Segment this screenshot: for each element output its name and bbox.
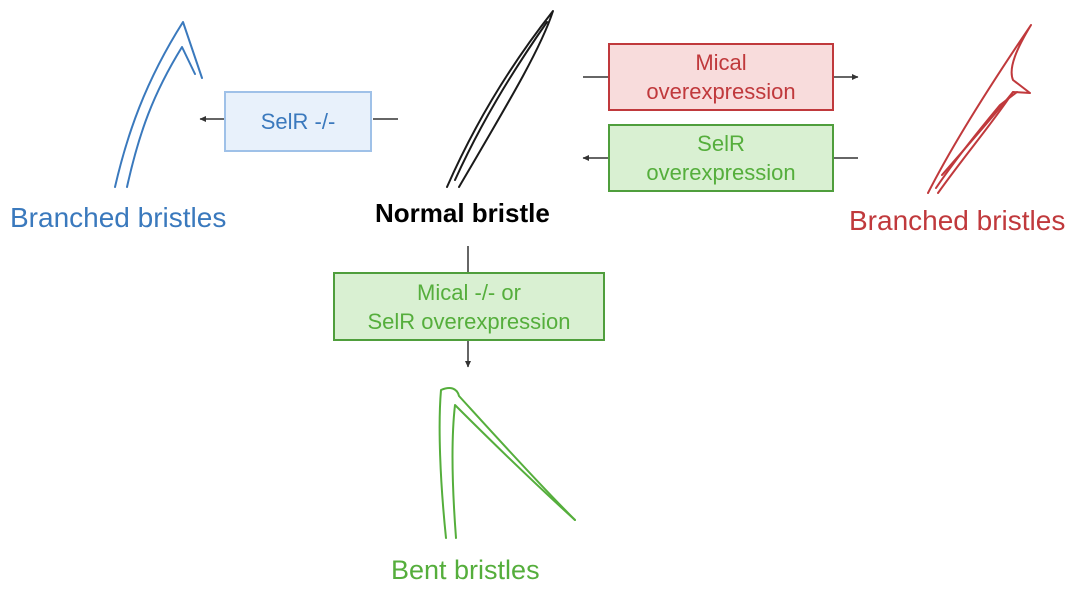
selr-null-box: SelR -/- <box>224 91 372 152</box>
connectors <box>199 74 859 368</box>
branched-bristle-right-drawing <box>927 24 1032 194</box>
normal-bristle-drawing <box>446 10 554 188</box>
branched-bristle-left-drawing <box>114 21 203 188</box>
selr-null-text: SelR -/- <box>260 109 336 134</box>
selr-overexpression-line1: SelR <box>697 131 745 156</box>
selr-overexpression-box: SelR overexpression <box>608 124 834 192</box>
mical-null-or-selr-line2: SelR overexpression <box>367 308 571 334</box>
selr-overexpression-line2: overexpression <box>646 160 796 185</box>
mical-null-or-selr-line1: Mical -/- or <box>417 279 521 305</box>
normal-bristle-label: Normal bristle <box>375 198 550 228</box>
mical-null-or-selr-overexpression-box: Mical -/- or SelR overexpression <box>333 272 605 341</box>
bent-bristles-label: Bent bristles <box>391 555 540 585</box>
branched-bristles-left-label: Branched bristles <box>10 202 227 233</box>
mical-overexpression-line2: overexpression <box>646 79 796 104</box>
mical-overexpression-box: Mical overexpression <box>608 43 834 111</box>
bent-bristle-drawing <box>438 387 576 539</box>
mical-overexpression-line1: Mical <box>695 50 747 75</box>
branched-bristles-right-label: Branched bristles <box>849 205 1066 236</box>
